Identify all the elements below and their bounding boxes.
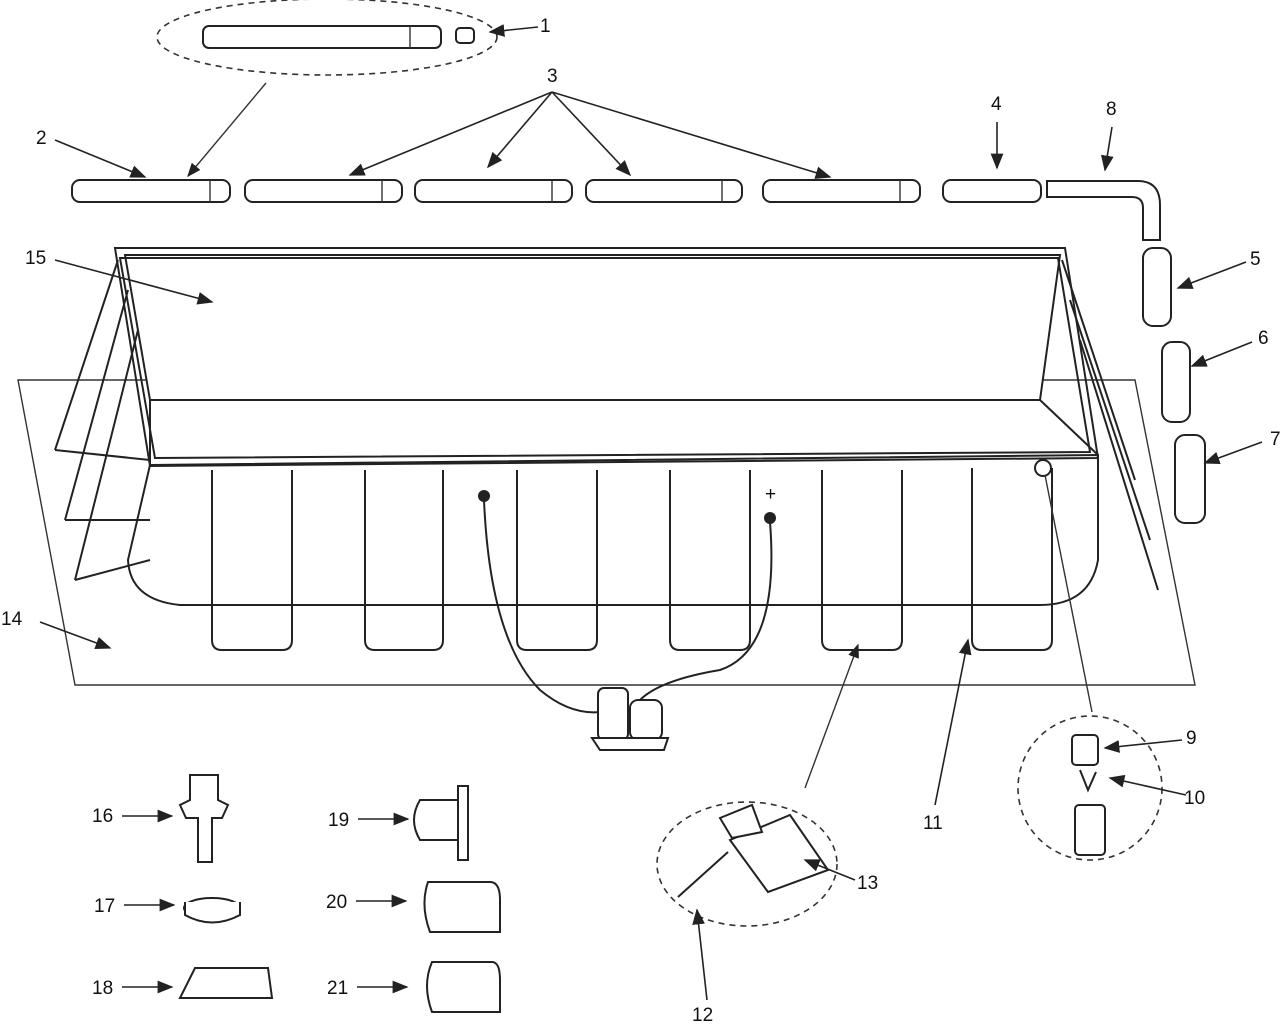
label-6: 6 xyxy=(1258,328,1269,349)
label-16: 16 xyxy=(92,806,113,827)
part-1-detail xyxy=(156,0,498,178)
plus-sign: + xyxy=(765,484,776,505)
label-20: 20 xyxy=(326,892,347,913)
label-11: 11 xyxy=(923,813,943,834)
label-15: 15 xyxy=(25,248,46,269)
label-3: 3 xyxy=(547,66,558,87)
label-8: 8 xyxy=(1106,99,1117,120)
label-17: 17 xyxy=(94,896,115,917)
label-2: 2 xyxy=(36,128,47,149)
label-4: 4 xyxy=(991,94,1002,115)
label-19: 19 xyxy=(328,810,349,831)
filter-pump xyxy=(478,490,776,751)
label-1: 1 xyxy=(540,16,551,37)
label-13: 13 xyxy=(857,873,878,894)
part-number-labels: 1 2 3 4 5 6 7 8 9 10 11 12 13 14 15 16 1… xyxy=(1,16,1281,1024)
label-9: 9 xyxy=(1186,728,1197,749)
callout-arrows xyxy=(39,24,1263,1001)
label-5: 5 xyxy=(1250,249,1261,270)
pool-body xyxy=(54,247,1159,651)
label-14: 14 xyxy=(1,609,23,630)
label-21: 21 xyxy=(327,978,348,999)
label-10: 10 xyxy=(1184,788,1205,809)
label-7: 7 xyxy=(1270,429,1281,450)
label-12: 12 xyxy=(692,1005,713,1024)
part-9-10-detail xyxy=(1017,474,1163,861)
top-rail-rods xyxy=(71,179,1206,524)
small-parts xyxy=(178,774,501,1013)
label-18: 18 xyxy=(92,978,113,999)
part-12-13-detail xyxy=(656,643,859,927)
